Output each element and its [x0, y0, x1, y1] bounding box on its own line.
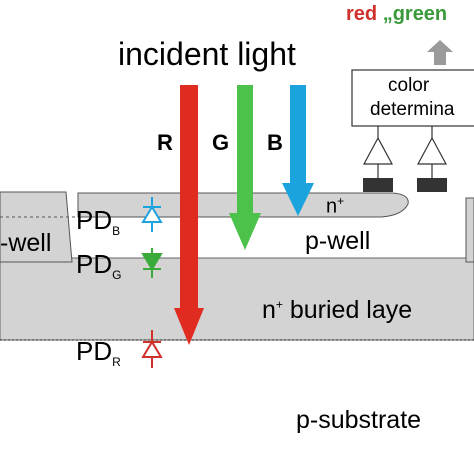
beam-red-arrow [174, 85, 204, 345]
amplifier-1 [362, 126, 394, 192]
beam-label-r: R [157, 130, 173, 155]
output-up-arrow [427, 40, 453, 65]
pd-b-symbol [141, 197, 163, 232]
color-determination-text-2: determina [370, 99, 455, 120]
pd-r-symbol [141, 330, 163, 368]
beam-green-arrow [229, 85, 261, 250]
output-red: red [346, 3, 378, 25]
right-isolation [465, 197, 474, 263]
color-determination-box [351, 69, 474, 127]
output-label: red „green [346, 4, 447, 24]
incident-light-title: incident light [118, 36, 296, 72]
n-plus-label: n+ [326, 194, 345, 218]
color-determination-text-1: color [388, 75, 430, 96]
pd-g-label: PDG [76, 249, 122, 283]
left-p-well [0, 191, 73, 263]
amplifier-2 [416, 126, 448, 192]
substrate-label: p-substrate [296, 406, 422, 434]
left-p-well-label: -well [0, 229, 52, 257]
pd-g-symbol [141, 248, 163, 278]
p-well-label: p-well [305, 227, 371, 255]
pd-r-label: PDR [76, 336, 121, 370]
beam-label-b: B [267, 130, 283, 155]
beam-label-g: G [212, 130, 230, 155]
buried-layer [0, 257, 474, 341]
buried-layer-label: n+ buried laye [262, 296, 413, 324]
beam-blue-arrow [282, 85, 314, 216]
pd-b-label: PDB [76, 205, 121, 239]
output-green: „green [382, 3, 448, 25]
